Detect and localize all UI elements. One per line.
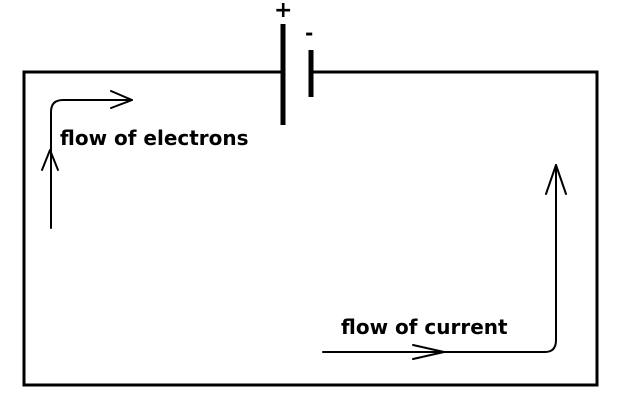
current-flow-label: flow of current [341,315,508,339]
battery-negative-label: - [305,21,314,45]
current-flow-arrow [322,164,567,360]
electron-flow-label: flow of electrons [60,126,249,150]
circuit-wire [22,70,599,387]
electron-flow-arrow [41,90,133,229]
battery-positive-label: + [274,0,293,23]
